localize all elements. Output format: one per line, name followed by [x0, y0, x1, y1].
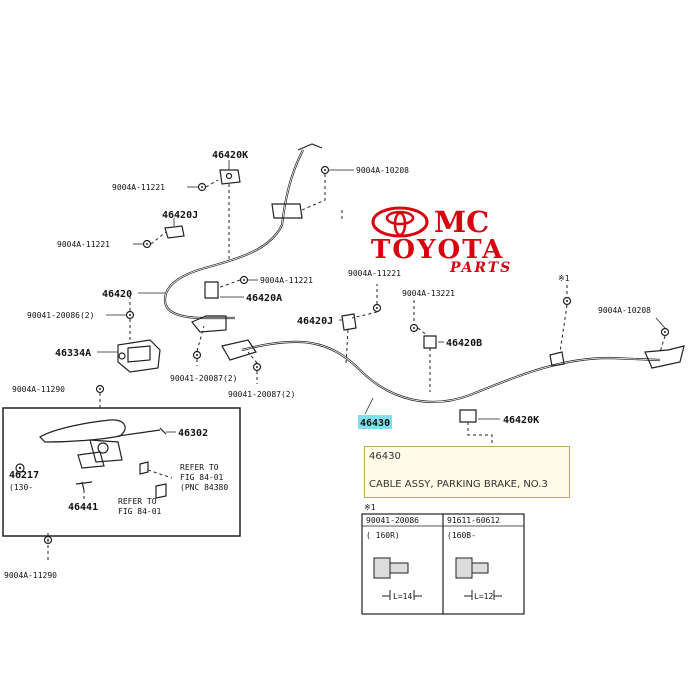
table-col1-spec: ( 160R) [366, 531, 400, 540]
lever-46302[interactable] [39, 419, 167, 469]
table-marker: ※1 [364, 503, 376, 512]
bolt-9004A-11221-a[interactable] [197, 182, 207, 192]
clip-46420J-mid[interactable] [341, 313, 357, 331]
refer1-line3: (PNC 84380 [180, 483, 228, 492]
bolt-9004A-10208-right[interactable] [660, 327, 670, 337]
label-9004A-13221: 9004A-13221 [402, 289, 455, 298]
cable-46430[interactable] [221, 339, 685, 403]
highlight-46430 [358, 415, 392, 429]
bolt-9004A-11221-b[interactable] [142, 239, 152, 249]
tooltip-part-code: 46430 [369, 451, 401, 462]
label-9004A-10208-top: 9004A-10208 [356, 166, 409, 175]
clamp-46420K-right[interactable] [459, 409, 477, 423]
table-col2-len: L=12 [474, 592, 493, 601]
label-90041-20087-2b: 90041-20087(2) [228, 390, 295, 399]
bolt-9004A-11221-d[interactable] [372, 303, 382, 313]
label-9004A-11221-c: 9004A-11221 [260, 276, 313, 285]
label-9004A-10208-right: 9004A-10208 [598, 306, 651, 315]
label-46420K-right: 46420K [503, 415, 539, 426]
bolt-90041-20086[interactable] [125, 310, 135, 320]
table-col2-part: 91611-60612 [447, 516, 500, 525]
refer2-line2: FIG 84-01 [118, 507, 162, 516]
leader-lines [47, 160, 666, 560]
bolt-9004A-13221[interactable] [409, 323, 419, 333]
label-46334A: 46334A [55, 348, 91, 359]
label-46430: 46430 [360, 418, 390, 429]
label-46441: 46441 [68, 502, 98, 513]
table-col2-spec: (160B- [447, 531, 476, 540]
clip-lever-b[interactable] [155, 483, 167, 499]
label-9004A-11221-a: 9004A-11221 [112, 183, 165, 192]
label-90041-20086-2: 90041-20086(2) [27, 311, 94, 320]
label-9004A-11290-b: 9004A-11290 [4, 571, 57, 580]
bolt-9004A-11290-b[interactable] [43, 535, 53, 545]
label-46420J-mid: 46420J [297, 316, 333, 327]
clamp-46420K-top[interactable] [219, 169, 241, 185]
logo-toyota: TOYOTA [371, 235, 504, 265]
label-90041-20087-2a: 90041-20087(2) [170, 374, 237, 383]
label-46420B: 46420B [446, 338, 482, 349]
table-col1-part: 90041-20086 [366, 516, 419, 525]
bolt-9004A-11221-c[interactable] [239, 275, 249, 285]
bolt-90041-20087-a[interactable] [192, 350, 202, 360]
label-46217: 46217 [9, 470, 39, 481]
label-46420: 46420 [102, 289, 132, 300]
label-130: (130- [9, 483, 33, 492]
label-46420A: 46420A [246, 293, 282, 304]
bracket-46420A[interactable] [204, 281, 219, 299]
bolt-9004A-11290-a[interactable] [95, 384, 105, 394]
label-9004A-11221-b: 9004A-11221 [57, 240, 110, 249]
table-col1-len: L=14 [393, 592, 412, 601]
bolt-drawing-1 [373, 557, 422, 600]
part-tooltip: 46430 CABLE ASSY, PARKING BRAKE, NO.3 [364, 446, 570, 498]
label-9004A-11221-d: 9004A-11221 [348, 269, 401, 278]
refer1-line1: REFER TO [180, 463, 219, 472]
logo-mc: MC [434, 206, 489, 239]
bolt-9004A-10208-top[interactable] [320, 165, 330, 175]
label-9004A-11290-a: 9004A-11290 [12, 385, 65, 394]
refer2-line1: REFER TO [118, 497, 157, 506]
rod-46441[interactable] [75, 481, 93, 491]
label-x1: ※1 [558, 274, 570, 283]
bolt-90041-20087-b[interactable] [252, 362, 262, 372]
clip-lever-a[interactable] [139, 461, 149, 475]
clip-46420J-left[interactable] [164, 225, 185, 239]
cable-46420[interactable] [163, 143, 323, 333]
leader-lines-box [19, 431, 176, 500]
toyota-emblem-icon [371, 206, 429, 238]
tooltip-part-name: CABLE ASSY, PARKING BRAKE, NO.3 [369, 479, 548, 490]
logo-parts: PARTS [449, 260, 512, 276]
label-46420J-left: 46420J [162, 210, 198, 221]
part-labels: 46420K 9004A-10208 9004A-11221 46420J 90… [4, 150, 651, 580]
equalizer-46334A[interactable] [117, 339, 161, 373]
label-46302: 46302 [178, 428, 208, 439]
label-46420K-top: 46420K [212, 150, 248, 161]
clamp-46420B[interactable] [423, 335, 437, 349]
mc-toyota-logo: MC TOYOTA PARTS [371, 206, 512, 276]
bolt-drawing-2 [455, 557, 502, 600]
lever-assembly-box [2, 407, 241, 537]
fastener-table: ※1 90041-20086 91611-60612 ( 160R) (160B… [361, 503, 525, 615]
bolt-x1[interactable] [562, 296, 572, 306]
refer1-line2: FIG 84-01 [180, 473, 224, 482]
